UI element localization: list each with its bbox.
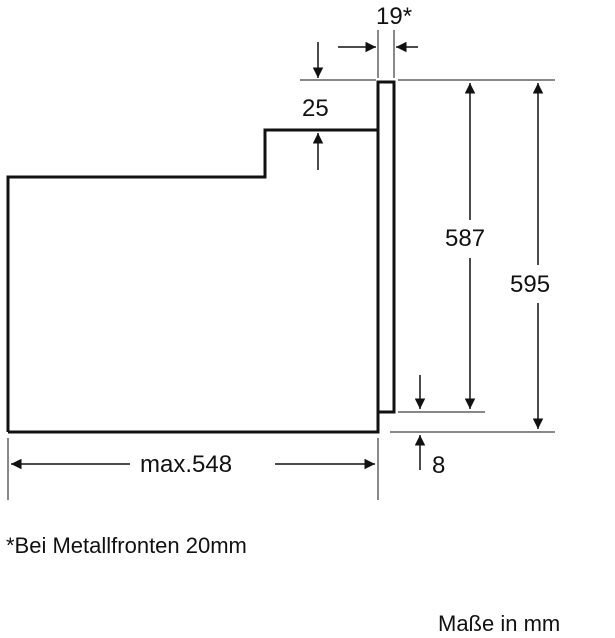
bottom-gap-label: 8 [432,452,445,479]
front-panel-outline [376,80,396,414]
units-note: Maße in mm [438,611,561,636]
appliance-outline [6,128,380,434]
total-height-label: 595 [510,271,550,298]
panel-thickness-label: 19* [376,3,412,30]
inner-height-label: 587 [445,225,485,252]
extension-lines [7,30,555,500]
depth-label: max.548 [140,451,232,478]
step-height-label: 25 [302,95,329,122]
footnote: *Bei Metallfronten 20mm [6,533,247,558]
